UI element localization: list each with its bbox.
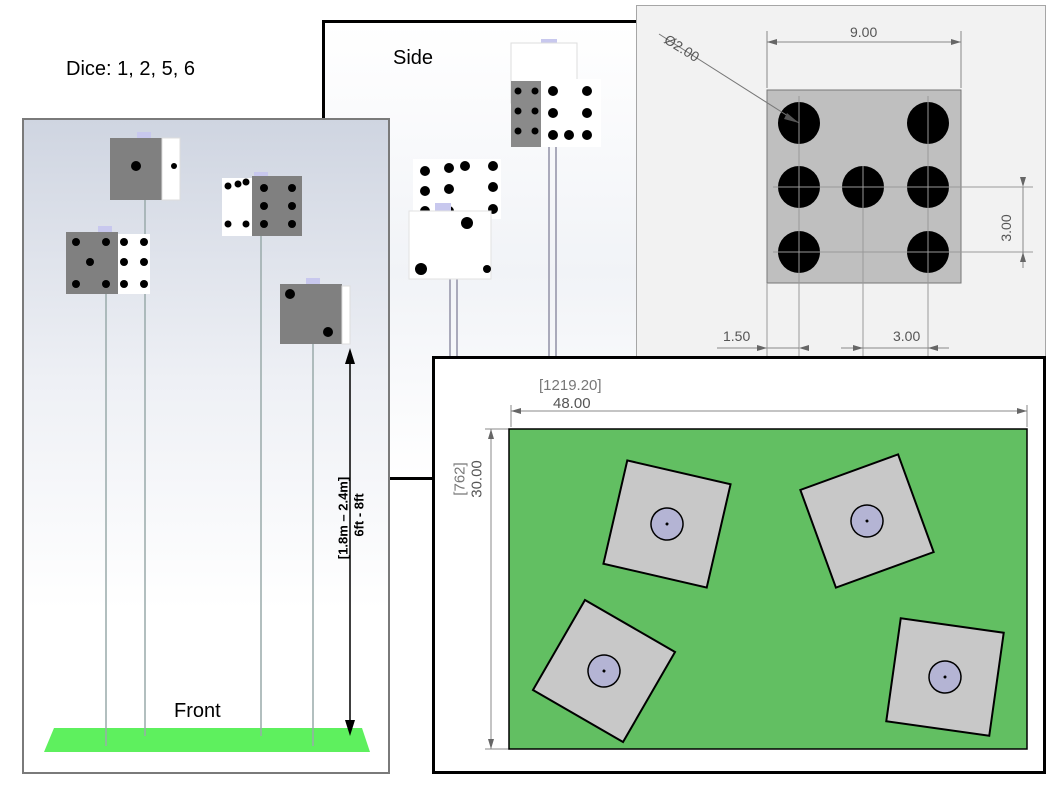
table-length-mm-dim: [1219.20] (539, 377, 602, 394)
height-imperial-label: 6ft - 8ft (351, 493, 367, 537)
pip-horizontal-pitch-dim: 3.00 (893, 328, 921, 344)
table-top-view-panel: [1219.20] 48.00 [762] 30.00 (432, 356, 1046, 774)
front-floor (44, 728, 370, 752)
height-dimension (345, 348, 355, 736)
front-die-one (110, 132, 181, 201)
front-view-label: Front (174, 700, 221, 722)
height-metric-label: [1.8m – 2.4m] (335, 476, 351, 560)
table-die-block (885, 617, 1005, 737)
table-length-in-dim: 48.00 (553, 395, 591, 412)
table-die-block (799, 453, 935, 589)
front-die-two (280, 278, 351, 345)
pip-layout-svg (658, 31, 1033, 356)
table-width-in-dim: 30.00 (468, 460, 486, 498)
pip-width-dim: 9.00 (850, 24, 878, 40)
table-die-block (602, 459, 732, 589)
pip-vertical-pitch-dim: 3.00 (998, 214, 1014, 242)
table-die-block (531, 598, 677, 744)
table-width-mm-dim: [762] (451, 462, 469, 496)
side-die-lower (408, 159, 501, 280)
pip-layout-drawing: 9.00 Ø2.00 3.00 1.50 3.00 (636, 5, 1046, 370)
dice-caption: Dice: 1, 2, 5, 6 (66, 58, 195, 80)
front-die-six (222, 172, 302, 236)
side-view-label: Side (393, 47, 434, 69)
front-view-panel (22, 118, 390, 774)
side-die-upper (510, 39, 601, 147)
front-view-drawing (44, 132, 370, 752)
front-die-five (66, 226, 150, 294)
table-top-view-svg (485, 405, 1028, 750)
pip-margin-dim: 1.50 (723, 328, 751, 344)
